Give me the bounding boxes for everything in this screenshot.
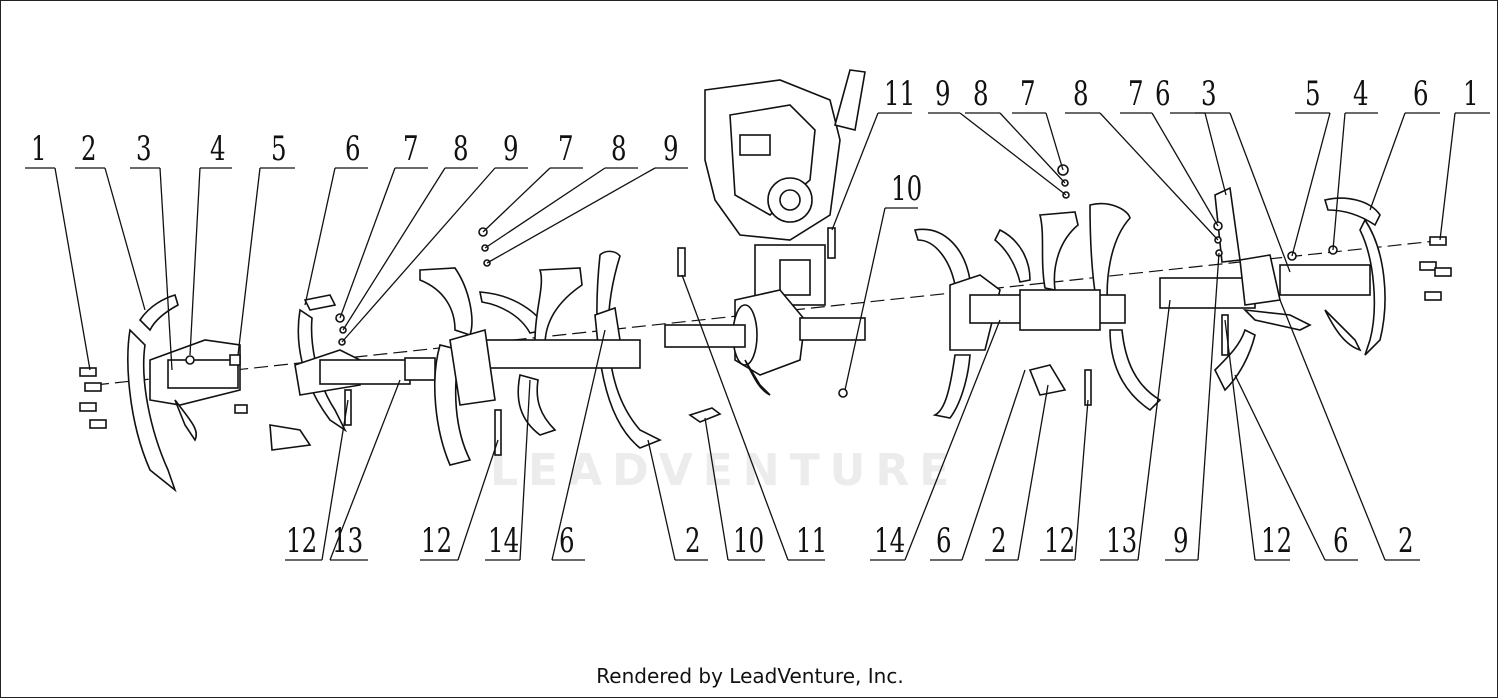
callout-top-5: 5 [271, 129, 287, 168]
watermark: LEADVENTURE [490, 445, 960, 496]
callout-top-10: 7 [558, 129, 574, 168]
callout-bottom-9: 14 [874, 521, 905, 560]
callout-top-4: 4 [210, 129, 226, 168]
callout-top-18: 8 [1073, 74, 1089, 113]
right-inner-tine-set [1159, 186, 1312, 392]
callout-bottom-12: 12 [1044, 521, 1075, 560]
callout-bottom-2: 13 [332, 521, 363, 560]
callout-bottom-10: 6 [936, 521, 952, 560]
callout-top-6: 6 [345, 129, 361, 168]
callout-bottom-13: 13 [1106, 521, 1137, 560]
callout-top-17: 7 [1020, 74, 1036, 113]
callout-bottom-15: 12 [1261, 521, 1292, 560]
callout-bottom-6: 2 [685, 521, 701, 560]
callout-top-11: 8 [611, 129, 627, 168]
callouts-top: 1 2 3 4 5 6 7 8 9 7 8 9 11 10 9 8 7 8 7 … [31, 74, 1479, 208]
left-middle-tine-set [419, 227, 662, 466]
callout-bottom-17: 2 [1398, 521, 1414, 560]
right-outer-tine-assembly [1279, 197, 1452, 356]
callout-bottom-3: 12 [421, 521, 452, 560]
callout-top-22: 5 [1305, 74, 1321, 113]
callout-top-24: 6 [1413, 74, 1429, 113]
small-fasteners-center [677, 227, 848, 423]
callout-top-3: 3 [136, 129, 152, 168]
callout-top-2: 2 [81, 129, 97, 168]
callout-bottom-1: 12 [286, 521, 317, 560]
left-inner-tine-set [269, 294, 436, 451]
callout-top-14: 10 [891, 169, 922, 208]
callout-top-8: 8 [453, 129, 469, 168]
callout-top-19: 7 [1128, 74, 1144, 113]
callout-bottom-4: 14 [488, 521, 519, 560]
callouts-bottom: 12 13 12 14 6 2 10 11 14 6 2 12 13 9 12 … [286, 521, 1414, 560]
callout-top-16: 8 [973, 74, 989, 113]
callout-bottom-5: 6 [559, 521, 575, 560]
callout-top-15: 9 [935, 74, 951, 113]
callout-top-21: 3 [1201, 74, 1217, 113]
callout-top-23: 4 [1353, 74, 1369, 113]
callout-top-20: 6 [1155, 74, 1171, 113]
callout-top-1: 1 [31, 129, 47, 168]
callout-bottom-7: 10 [733, 521, 764, 560]
left-outer-tine-assembly [79, 294, 248, 493]
leader-lines [25, 112, 1490, 561]
callout-bottom-16: 6 [1333, 521, 1349, 560]
callout-top-9: 9 [503, 129, 519, 168]
callout-top-13: 11 [884, 74, 915, 113]
right-middle-tine-set [913, 164, 1162, 419]
callout-bottom-8: 11 [796, 521, 827, 560]
callout-bottom-11: 2 [991, 521, 1007, 560]
callout-top-25: 1 [1463, 74, 1479, 113]
callout-top-12: 9 [663, 129, 679, 168]
callout-top-7: 7 [403, 129, 419, 168]
callout-bottom-14: 9 [1173, 521, 1189, 560]
footer-credit: Rendered by LeadVenture, Inc. [596, 664, 904, 688]
gearbox [664, 69, 866, 396]
